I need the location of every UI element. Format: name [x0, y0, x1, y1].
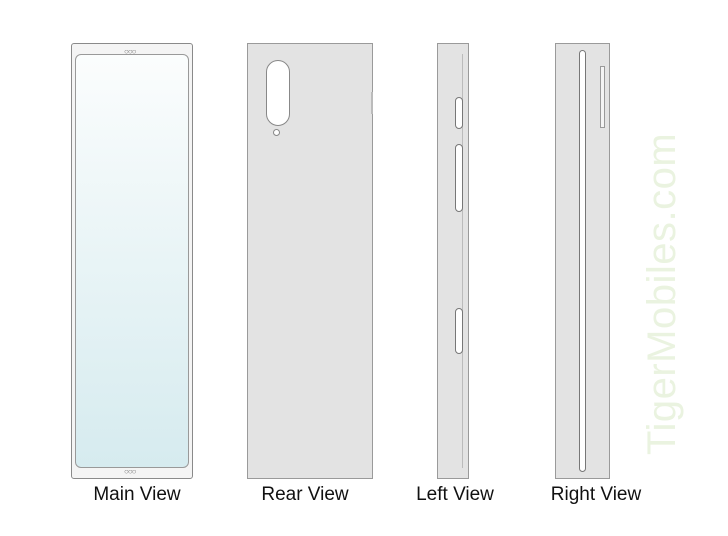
flash — [273, 129, 280, 136]
lower-button — [455, 308, 463, 354]
left-view-phone — [437, 43, 469, 479]
watermark: TigerMobiles.com — [640, 132, 684, 455]
left-view-label: Left View — [416, 484, 494, 505]
main-view-label: Main View — [93, 484, 181, 505]
rear-view-phone — [247, 43, 373, 479]
right-view-label: Right View — [550, 484, 642, 505]
bottom-sensors: ○○○ — [124, 467, 136, 476]
rear-side-button — [371, 92, 373, 114]
side-key — [600, 66, 605, 128]
edge-line — [462, 54, 463, 468]
power-button — [455, 97, 463, 129]
camera-module — [266, 60, 290, 126]
rear-view-label: Rear View — [261, 484, 349, 505]
right-view-phone — [555, 43, 610, 479]
top-sensors: ○○○ — [124, 47, 136, 56]
volume-button — [455, 144, 463, 212]
side-slot — [579, 50, 586, 472]
main-view-phone: ○○○ ○○○ — [71, 43, 193, 479]
screen — [75, 54, 189, 468]
